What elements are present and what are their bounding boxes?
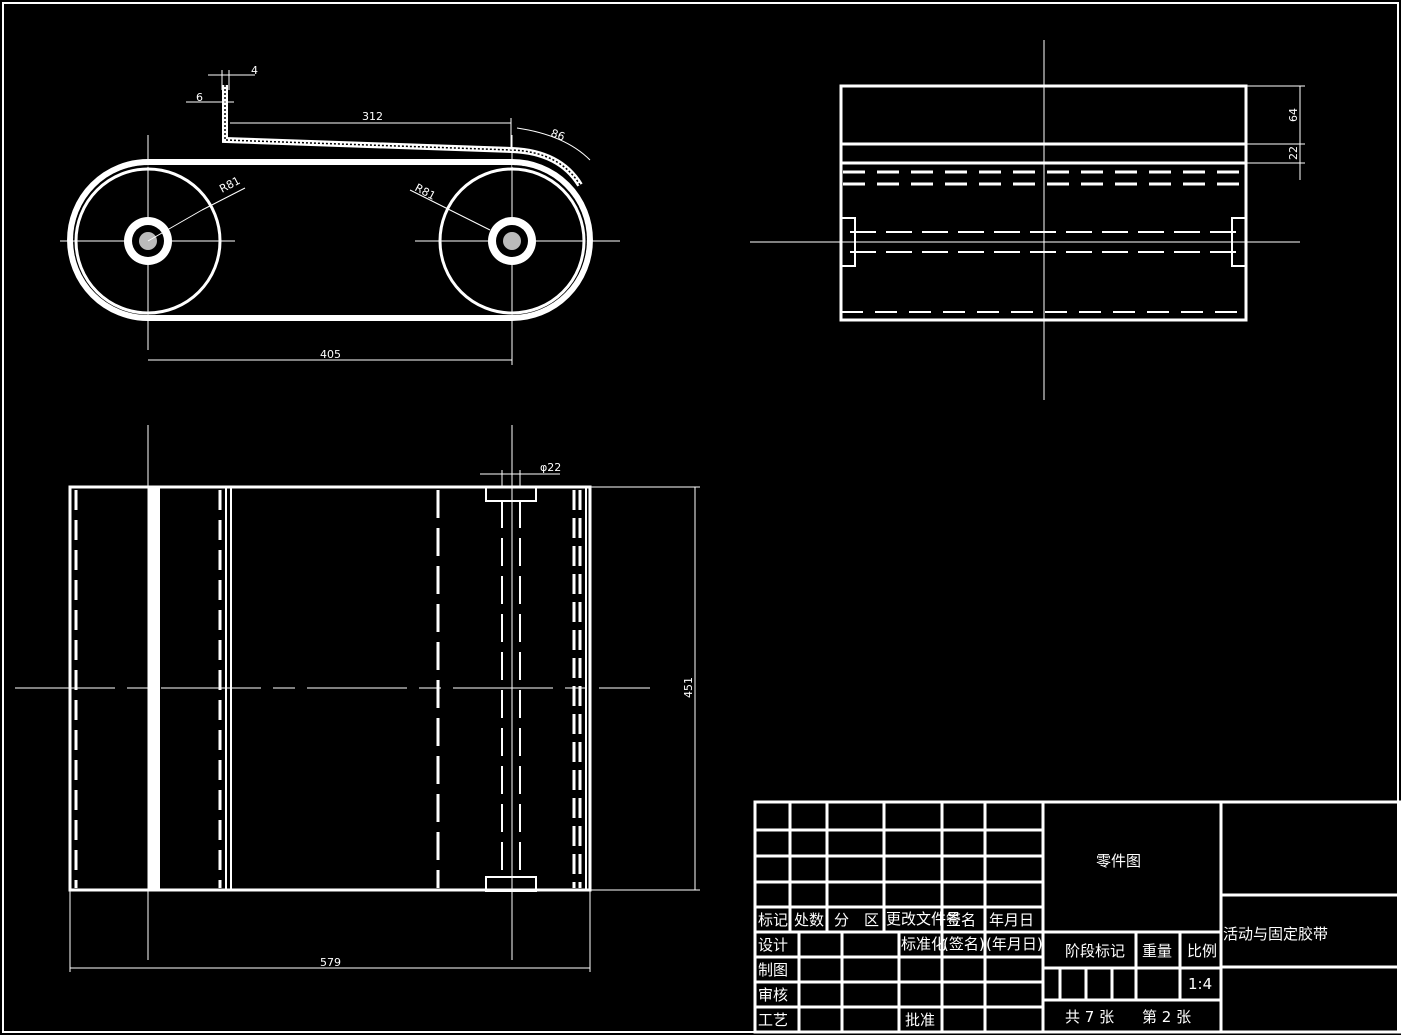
dim-center-distance: 405 — [320, 348, 341, 361]
dim-height-22: 22 — [1287, 146, 1300, 160]
row-process: 工艺 — [758, 1011, 788, 1029]
dim-width-579: 579 — [320, 956, 341, 969]
header-count: 处数 — [794, 911, 824, 929]
row-design: 设计 — [758, 936, 788, 954]
sheet-number: 第 2 张 — [1142, 1008, 1191, 1026]
row-approve: 批准 — [905, 1011, 935, 1029]
dim-radius-right: R81 — [413, 181, 438, 203]
row-date: (年月日) — [986, 935, 1043, 953]
title-block: 标记 处数 分 区 更改文件号 签名 年月日 设计 标准化 (签名) (年月日)… — [753, 800, 1401, 1034]
dim-height-451: 451 — [682, 677, 695, 698]
dim-length: 312 — [362, 110, 383, 123]
side-view: 64 22 — [750, 40, 1305, 400]
header-zone: 分 区 — [834, 911, 879, 929]
dim-angle: 86 — [549, 127, 567, 144]
row-sign: (签名) — [943, 935, 985, 953]
weight-label: 重量 — [1142, 942, 1172, 960]
top-view: φ22 451 579 — [15, 425, 700, 972]
drawing-type: 零件图 — [1096, 852, 1141, 870]
pulley-right — [438, 167, 586, 315]
dim-radius-left: R81 — [217, 174, 242, 196]
dim-top-width: 4 — [251, 64, 258, 77]
sheets-total: 共 7 张 — [1065, 1008, 1114, 1026]
header-mark: 标记 — [758, 911, 788, 929]
row-standardization: 标准化 — [901, 935, 946, 953]
row-drafting: 制图 — [758, 961, 788, 979]
part-name: 活动与固定胶带 — [1223, 925, 1328, 943]
row-review: 审核 — [758, 986, 788, 1004]
dim-side: 6 — [196, 91, 203, 104]
scale-value: 1:4 — [1188, 975, 1212, 993]
pulley-left — [74, 167, 222, 315]
dim-height-64: 64 — [1287, 108, 1300, 122]
belt-outline — [67, 159, 593, 321]
stage-mark: 阶段标记 — [1065, 942, 1125, 960]
header-date: 年月日 — [989, 911, 1034, 929]
header-signature: 签名 — [946, 911, 976, 929]
scale-label: 比例 — [1187, 942, 1217, 960]
front-view: 4 6 312 86 R81 R81 405 — [60, 64, 620, 365]
dim-diameter: φ22 — [540, 461, 561, 474]
header-change-doc: 更改文件号 — [886, 910, 961, 928]
